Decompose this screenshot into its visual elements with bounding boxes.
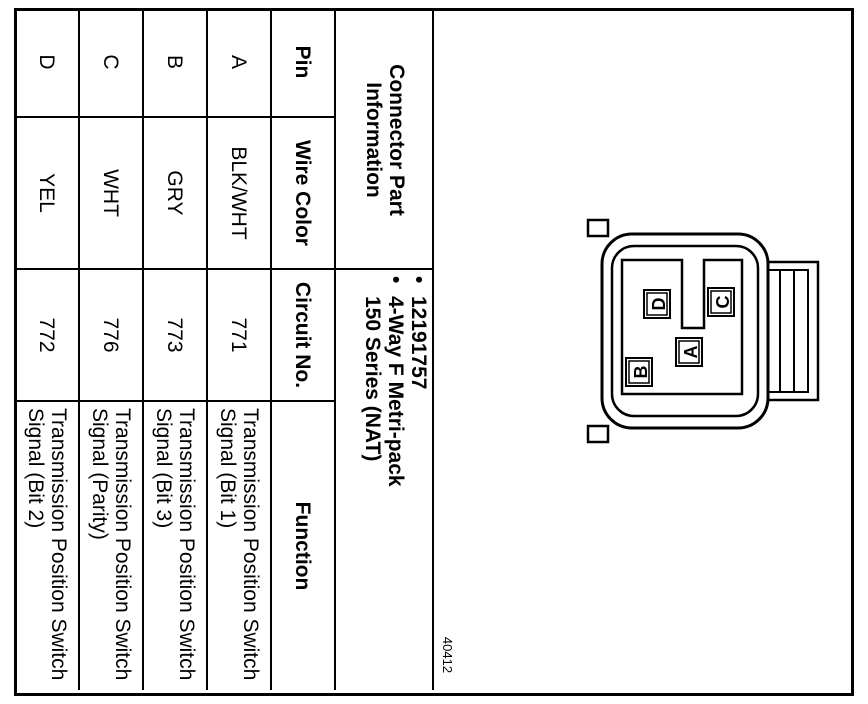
row-b-circuit-no: 773: [163, 317, 187, 353]
row-c-pin: C: [99, 54, 123, 70]
row-c-function: Transmission Position Switch Signal (Par…: [88, 408, 134, 681]
part-number: 12191757: [407, 270, 430, 690]
column-header-pin: Pin: [291, 45, 315, 79]
row-d-function: Transmission Position Switch Signal (Bit…: [24, 408, 70, 681]
pin-label-a: A: [681, 346, 701, 359]
column-header-wire-color: Wire Color: [291, 140, 315, 246]
row-d-wire-color: YEL: [35, 173, 59, 213]
row-c-circuit-no: 776: [99, 317, 123, 353]
pin-label-d: D: [649, 298, 669, 311]
connector-type-line1: 4-Way F Metri-pack: [384, 296, 407, 487]
row-a-pin: A: [227, 54, 251, 69]
pin-label-b: B: [631, 366, 651, 379]
column-header-top-rule: [334, 8, 336, 690]
pin-label-c: C: [713, 296, 733, 309]
pin-box-c: C: [707, 287, 735, 317]
row-b-wire-color: GRY: [163, 170, 187, 216]
column-header-function: Function: [291, 501, 315, 591]
connector-tab-right: [586, 424, 610, 444]
connector-tab-left: [586, 218, 610, 238]
part-info-bullets: 12191757 4-Way F Metri-pack 150 Series (…: [332, 270, 430, 690]
row-a-wire-color: BLK/WHT: [227, 146, 251, 240]
connector-part-information-label: Connector Part Information: [362, 64, 408, 216]
connector-type-line2: 150 Series (NAT): [361, 296, 384, 462]
row-d-circuit-no: 772: [35, 317, 59, 353]
pin-box-b: B: [625, 357, 653, 387]
row-c-wire-color: WHT: [99, 169, 123, 217]
row-a-function: Transmission Position Switch Signal (Bit…: [216, 408, 262, 681]
figure-code: 40412: [440, 636, 456, 674]
column-header-circuit-no: Circuit No.: [291, 281, 315, 389]
row-b-pin: B: [163, 54, 187, 69]
pin-box-a: A: [675, 337, 703, 367]
pin-box-d: D: [643, 289, 671, 319]
row-d-pin: D: [35, 54, 59, 70]
connector-document: A B C D 40412 Connector Part Information…: [14, 8, 854, 696]
connector-lock-ridge: [766, 260, 820, 402]
row-b-function: Transmission Position Switch Signal (Bit…: [152, 408, 198, 681]
connector-type: 4-Way F Metri-pack 150 Series (NAT): [361, 270, 407, 690]
row-a-circuit-no: 771: [227, 317, 251, 353]
connector-diagram: A B C D: [586, 218, 820, 444]
